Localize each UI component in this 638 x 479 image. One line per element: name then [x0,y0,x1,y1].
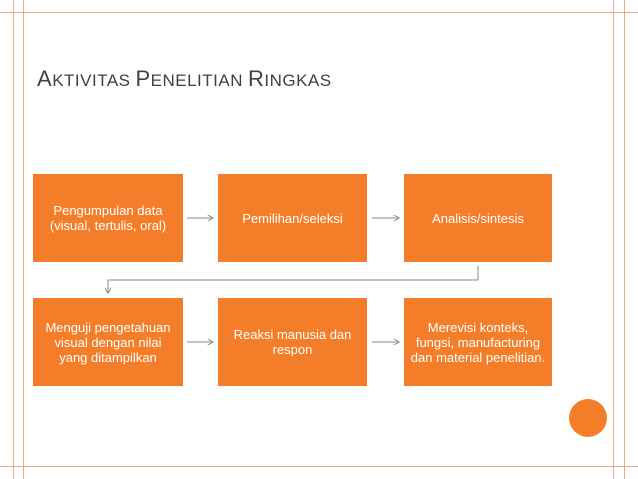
title-word2-rest: ENELITIAN [150,71,243,90]
step-label-2: Pemilihan/seleksi [242,210,343,226]
step-box-1: Pengumpulan data (visual, tertulis, oral… [33,174,183,262]
step-label-5: Reaksi manusia dan respon [233,327,352,357]
step-box-6: Merevisi konteks, fungsi, manufacturing … [404,298,552,386]
step-box-5: Reaksi manusia dan respon [218,298,367,386]
step-label-4: Menguji pengetahuan visual dengan nilai … [45,319,171,365]
step-box-2: Pemilihan/seleksi [218,174,367,262]
title-word3-rest: INGKAS [264,71,332,90]
step-label-3: Analisis/sintesis [432,210,524,226]
title-word3-initial: R [247,66,265,91]
slide-title: AKTIVITAS PENELITIAN RINGKAS [37,66,332,92]
arrow-step3-to-step4 [108,266,479,293]
border-line-bottom [0,466,638,467]
step-label-1: Pengumpulan data (visual, tertulis, oral… [49,203,167,233]
border-line-right-outer [624,0,625,479]
step-box-4: Menguji pengetahuan visual dengan nilai … [33,298,183,386]
title-word2-initial: P [135,66,151,91]
border-line-top [0,12,638,13]
border-line-left-outer [13,0,14,479]
border-line-right-inner [613,0,614,479]
title-word1-initial: A [37,66,53,91]
step-box-3: Analisis/sintesis [404,174,552,262]
border-line-left-inner [23,0,24,479]
decorative-circle [569,399,607,437]
step-label-6: Merevisi konteks, fungsi, manufacturing … [410,319,546,365]
title-word1-rest: KTIVITAS [52,71,131,90]
